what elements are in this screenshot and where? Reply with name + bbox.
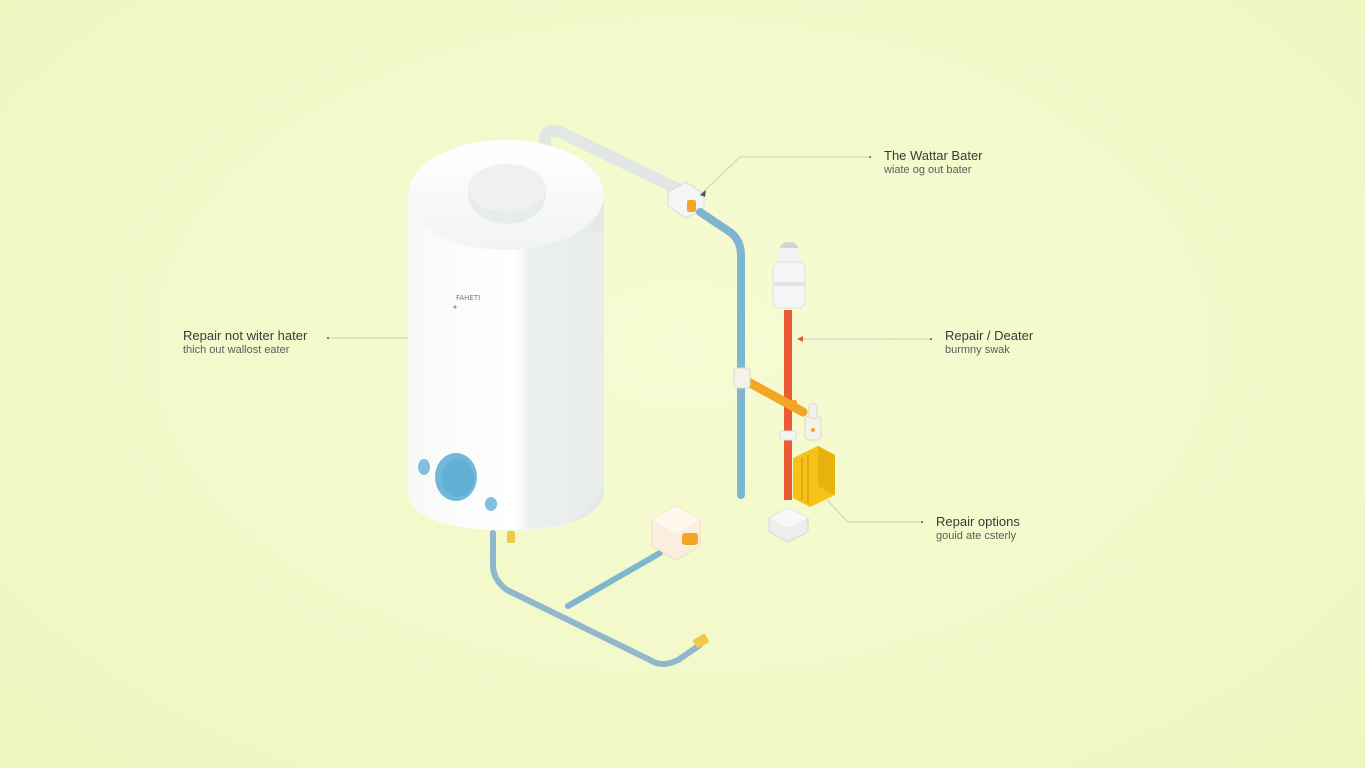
gas-control-valve xyxy=(793,403,835,507)
water-heater-tank: FAHETI xyxy=(408,140,604,530)
callout-title: Repair not witer hater xyxy=(183,328,308,343)
callout-repair-water-heater: Repair not witer hater thich out wallost… xyxy=(183,328,307,358)
callout-title: Repair options xyxy=(936,514,1020,529)
callout-repair-deater: Repair / Deater burmny swak xyxy=(945,328,1033,358)
bottom-supply-pipes xyxy=(490,530,709,667)
callout-subtitle: thich out wallost eater xyxy=(183,344,290,357)
pipe-clamps xyxy=(779,400,797,441)
callout-subtitle: gouid ate csterly xyxy=(936,530,1017,543)
tank-brand-label: FAHETI xyxy=(456,294,480,302)
callout-repair-options: Repair options gouid ate csterly xyxy=(936,514,1020,544)
relief-valve xyxy=(772,242,806,309)
callout-title: Repair / Deater xyxy=(945,328,1034,343)
cold-water-pipe xyxy=(696,208,745,499)
vent-coupling xyxy=(667,181,705,219)
callout-title: The Wattar Bater xyxy=(884,148,983,163)
junction-box xyxy=(651,505,701,561)
drain-valve xyxy=(507,531,515,543)
leader-dots xyxy=(327,156,932,523)
inspection-port xyxy=(418,453,497,511)
base-block xyxy=(768,507,809,543)
callout-subtitle: wiate og out bater xyxy=(884,164,972,177)
callout-leader-lines xyxy=(328,156,930,523)
callout-water-heater: The Wattar Bater wiate og out bater xyxy=(884,148,983,178)
callout-subtitle: burmny swak xyxy=(945,344,1010,357)
hose-connector xyxy=(693,633,709,649)
vent-pipe xyxy=(539,125,686,196)
